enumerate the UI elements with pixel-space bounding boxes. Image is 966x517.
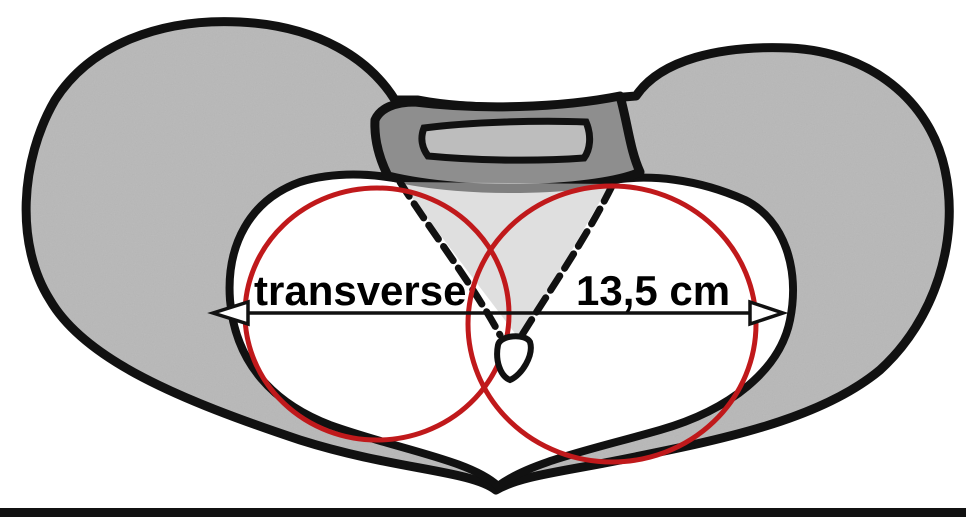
measurement-label: 13,5 cm [576, 267, 730, 314]
bottom-border [0, 508, 966, 517]
sacral-canal [422, 121, 590, 160]
transverse-label: transverse [254, 267, 466, 314]
